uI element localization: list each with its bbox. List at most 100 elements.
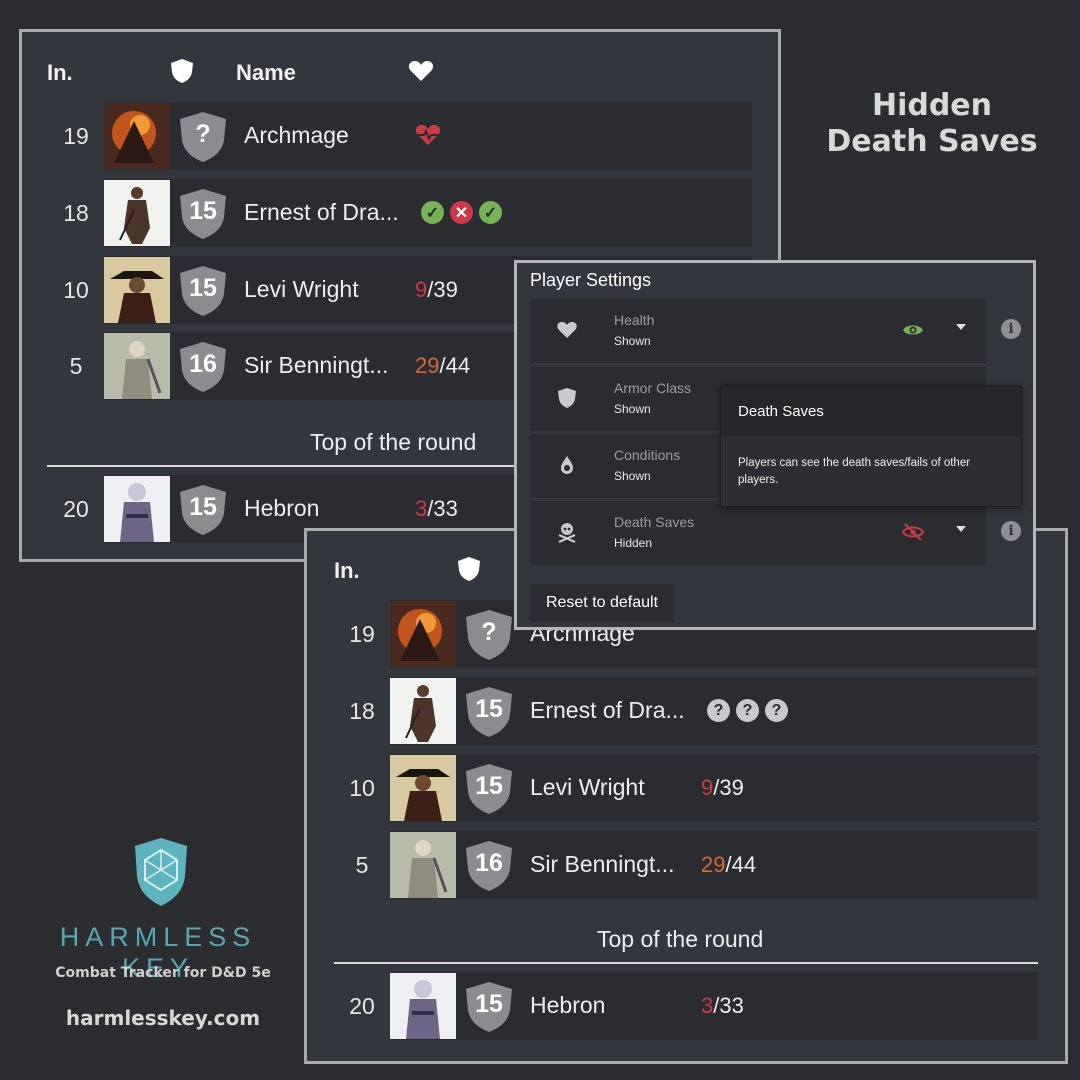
round-divider-label: Top of the round (597, 926, 764, 952)
avatar (104, 257, 170, 323)
combatant-name[interactable]: Levi Wright (530, 774, 645, 800)
eye-slash-icon[interactable] (902, 523, 924, 541)
eye-icon[interactable] (902, 321, 924, 339)
shield-icon (171, 59, 193, 83)
armor-class-badge: 16 (177, 340, 229, 394)
shield-icon (558, 388, 576, 408)
death-saves: ✓ ✕ ✓ (421, 201, 502, 224)
initiative-column-header[interactable]: In. (47, 60, 73, 85)
hit-points[interactable]: 3/33 (701, 993, 744, 1018)
chevron-down-icon[interactable] (955, 525, 967, 533)
initiative-value[interactable]: 20 (63, 496, 89, 522)
combatant-name[interactable]: Sir Benningt... (530, 851, 675, 877)
combatant-name[interactable]: Levi Wright (244, 276, 359, 302)
heart-icon (408, 61, 434, 81)
round-divider (334, 962, 1038, 964)
initiative-value[interactable]: 10 (63, 277, 89, 303)
armor-class-badge: 16 (463, 839, 515, 893)
avatar (390, 601, 456, 667)
armor-class-badge: 15 (177, 483, 229, 537)
death-saves: ? ? ? (707, 699, 788, 722)
reset-to-default-button[interactable]: Reset to default (530, 584, 674, 622)
initiative-value[interactable]: 18 (63, 200, 89, 226)
x-circle-icon: ✕ (450, 201, 473, 224)
setting-label: Death Saves (614, 514, 695, 530)
initiative-value[interactable]: 18 (349, 698, 375, 724)
combatant-name[interactable]: Sir Benningt... (244, 352, 389, 378)
hit-points[interactable]: 29/44 (415, 353, 471, 378)
death-saves-tooltip: Death Saves Players can see the death sa… (720, 385, 1022, 507)
combatant-row[interactable]: 20 15 Hebron 3/33 (349, 972, 1038, 1040)
tooltip-title: Death Saves (721, 386, 1021, 437)
initiative-value[interactable]: 19 (63, 123, 89, 149)
initiative-value[interactable]: 10 (349, 775, 375, 801)
avatar (390, 832, 456, 898)
question-circle-icon: ? (707, 699, 730, 722)
combatant-name[interactable]: Ernest of Dra... (244, 199, 399, 225)
hit-points[interactable]: 9/39 (701, 775, 744, 800)
tooltip-body: Players can see the death saves/fails of… (738, 457, 971, 486)
setting-label: Health (614, 312, 655, 328)
info-icon[interactable]: i (1001, 521, 1021, 541)
setting-value: Shown (614, 334, 651, 348)
drop-icon (561, 456, 573, 474)
setting-health[interactable]: Health Shown (530, 299, 986, 363)
combatant-name[interactable]: Hebron (530, 992, 606, 1018)
brand-tagline: Combat Tracker for D&D 5e (55, 965, 271, 981)
question-circle-icon: ? (765, 699, 788, 722)
combatant-row[interactable]: 20 15 Hebron 3/33 (63, 475, 752, 543)
combat-tracker-dm-view: In. Name 19 ? Archmage 18 15 Ernest of D… (19, 29, 781, 562)
armor-class-badge: ? (463, 608, 515, 662)
setting-value: Shown (614, 402, 651, 416)
setting-label: Armor Class (614, 380, 692, 396)
brand-url[interactable]: harmlesskey.com (65, 1006, 261, 1030)
setting-value: Shown (614, 469, 651, 483)
name-column-header[interactable]: Name (236, 60, 296, 85)
brand-name: HARMLESS KEY (59, 922, 257, 983)
combatant-row[interactable]: 5 16 Sir Benningt... 29/44 (356, 831, 1038, 899)
headline: Hidden Death Saves (826, 88, 1038, 159)
round-divider (47, 465, 751, 467)
initiative-value[interactable]: 5 (69, 353, 83, 379)
combatant-row[interactable]: 19 ? Archmage (63, 102, 752, 170)
armor-class-badge: ? (177, 110, 229, 164)
setting-label: Conditions (614, 447, 681, 463)
combatant-name[interactable]: Archmage (244, 122, 349, 148)
combatant-name[interactable]: Hebron (244, 495, 320, 521)
initiative-column-header[interactable]: In. (334, 558, 360, 583)
panel-title: Player Settings (530, 270, 652, 290)
initiative-value[interactable]: 20 (349, 993, 375, 1019)
combatant-name[interactable]: Ernest of Dra... (530, 697, 685, 723)
initiative-value[interactable]: 5 (355, 852, 369, 878)
info-icon[interactable]: i (1001, 319, 1021, 339)
avatar (390, 973, 456, 1039)
avatar (390, 678, 456, 744)
setting-value: Hidden (614, 536, 653, 550)
armor-class-badge: 15 (463, 685, 515, 739)
question-circle-icon: ? (736, 699, 759, 722)
avatar (104, 333, 170, 399)
check-circle-icon: ✓ (479, 201, 502, 224)
avatar (104, 180, 170, 246)
avatar (390, 755, 456, 821)
skull-crossbones-icon (558, 523, 576, 543)
armor-class-badge: 15 (177, 187, 229, 241)
initiative-value[interactable]: 19 (349, 621, 375, 647)
combatant-row[interactable]: 18 15 Ernest of Dra... ✓ ✕ ✓ (63, 179, 752, 247)
hit-points[interactable]: 3/33 (415, 496, 458, 521)
armor-class-badge: 15 (463, 980, 515, 1034)
armor-class-badge: 15 (463, 762, 515, 816)
round-divider-label: Top of the round (310, 429, 477, 455)
combatant-row[interactable]: 18 15 Ernest of Dra... ? ? ? (349, 677, 1038, 745)
avatar (104, 103, 170, 169)
heart-icon (557, 322, 577, 338)
shield-icon (458, 557, 480, 581)
check-circle-icon: ✓ (421, 201, 444, 224)
hit-points[interactable]: 9/39 (415, 277, 458, 302)
hit-points[interactable]: 29/44 (701, 852, 757, 877)
combatant-row[interactable]: 10 15 Levi Wright 9/39 (349, 754, 1038, 822)
harmless-key-logo (135, 838, 187, 906)
setting-death-saves[interactable]: Death Saves Hidden (530, 501, 986, 565)
chevron-down-icon[interactable] (955, 323, 967, 331)
heartbeat-icon (415, 125, 441, 145)
